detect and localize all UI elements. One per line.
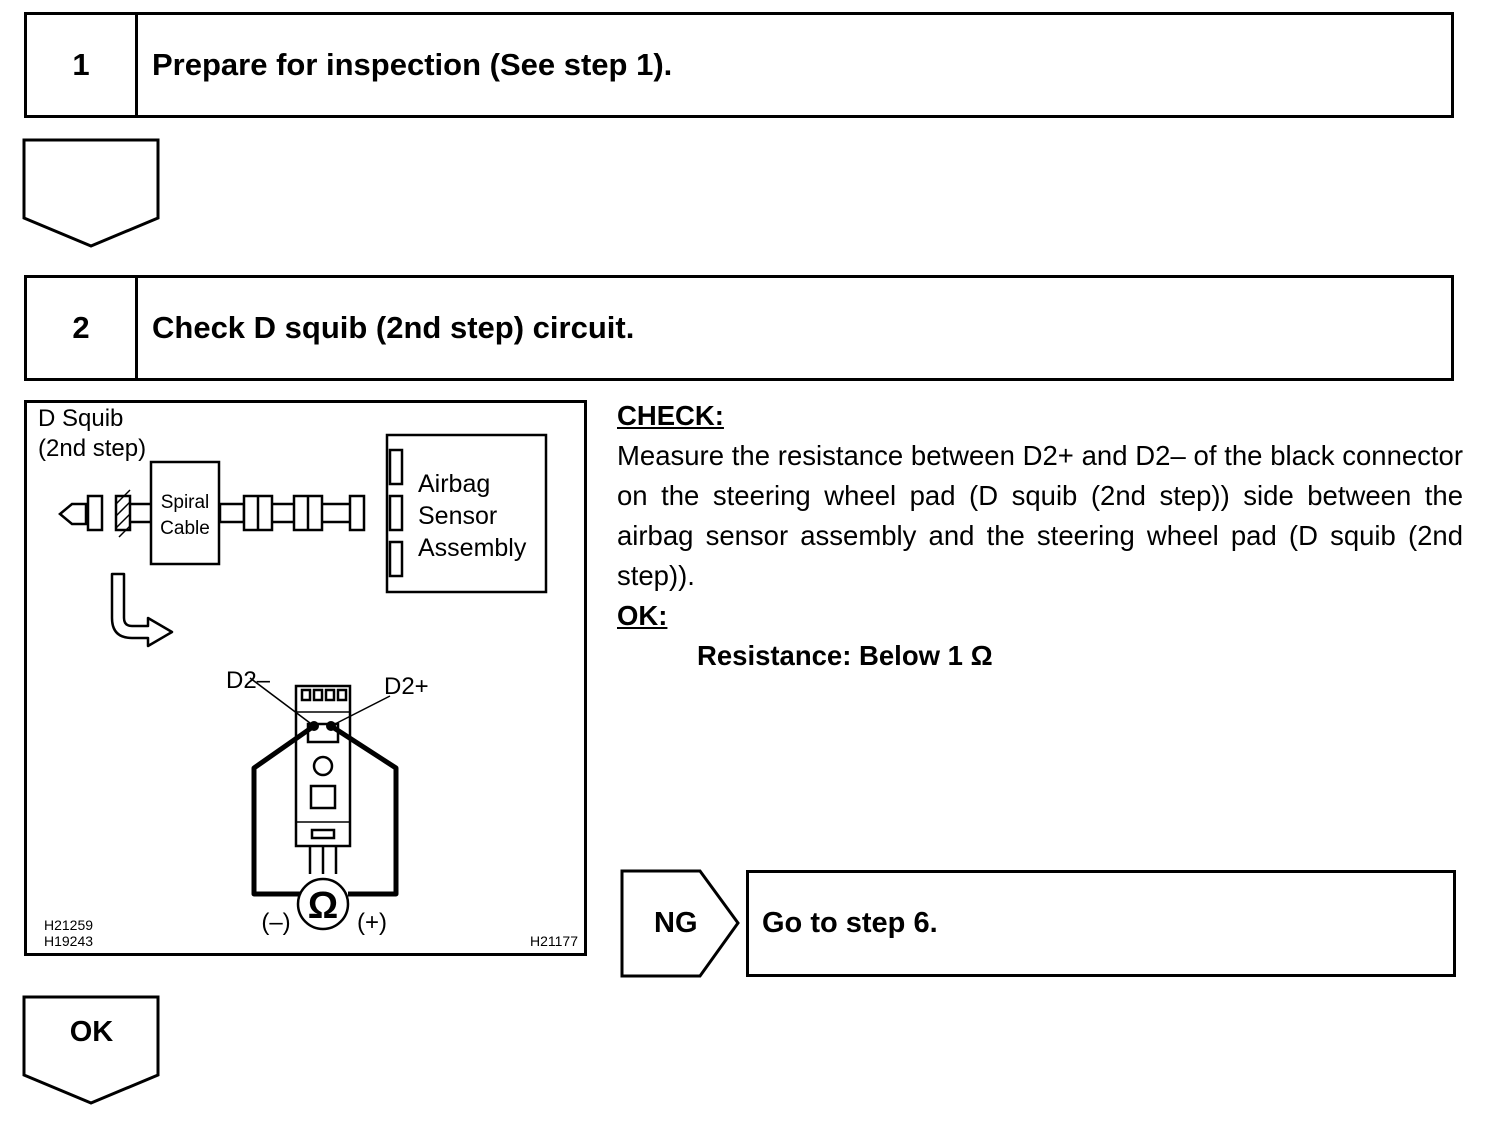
minus-probe-label: (–) bbox=[261, 909, 290, 936]
d2-plus-label: D2+ bbox=[384, 673, 429, 700]
wiring-harness bbox=[58, 489, 366, 538]
spiral-cable-label-line1: Spiral bbox=[161, 492, 210, 513]
ng-arrow-shape bbox=[620, 869, 740, 978]
ohm-symbol: Ω bbox=[308, 885, 338, 927]
check-instructions: CHECK: Measure the resistance between D2… bbox=[617, 396, 1463, 676]
step-2-box: 2 Check D squib (2nd step) circuit. bbox=[24, 275, 1454, 381]
ohmmeter-leads bbox=[251, 723, 399, 897]
check-heading: CHECK: bbox=[617, 400, 724, 431]
figure-code-1: H21259 bbox=[44, 917, 93, 933]
step-2-number: 2 bbox=[27, 278, 138, 378]
ok-heading: OK: bbox=[617, 600, 668, 631]
flow-arrow-ok bbox=[22, 995, 160, 1105]
figure-code-2: H19243 bbox=[44, 933, 93, 949]
ohmmeter-icon bbox=[296, 877, 350, 931]
d2-plus-leader-line bbox=[330, 695, 391, 727]
step-1-title: Prepare for inspection (See step 1). bbox=[152, 47, 673, 82]
airbag-sensor-label-line1: Airbag bbox=[418, 470, 490, 498]
d2-minus-label: D2– bbox=[226, 667, 271, 694]
ok-flow-label: OK bbox=[69, 1016, 114, 1048]
diagram-title-line2: (2nd step) bbox=[38, 435, 146, 462]
resistance-spec: Resistance: Below 1 Ω bbox=[697, 640, 993, 671]
ng-label: NG bbox=[654, 907, 698, 939]
airbag-sensor-assembly bbox=[385, 433, 548, 594]
airbag-sensor-label-line3: Assembly bbox=[418, 534, 527, 562]
spiral-cable-label-line2: Cable bbox=[160, 518, 210, 539]
diagram-title-line1: D Squib bbox=[38, 405, 123, 432]
step-2-title: Check D squib (2nd step) circuit. bbox=[152, 310, 635, 345]
step-1-number: 1 bbox=[27, 15, 138, 115]
spiral-cable-box bbox=[149, 460, 221, 566]
check-text: Measure the resistance between D2+ and D… bbox=[617, 440, 1463, 591]
d2-minus-leader-line bbox=[249, 677, 315, 727]
step-1-box: 1 Prepare for inspection (See step 1). bbox=[24, 12, 1454, 118]
hook-arrow-icon bbox=[110, 572, 174, 648]
airbag-sensor-label-line2: Sensor bbox=[418, 502, 497, 530]
squib-circuit-diagram: D Squib (2nd step) Spiral Cable Airbag S… bbox=[24, 400, 587, 956]
ng-action-text: Go to step 6. bbox=[762, 907, 938, 939]
ng-action-box: Go to step 6. bbox=[746, 870, 1456, 977]
figure-code-3: H21177 bbox=[530, 933, 578, 949]
steering-pad-connector bbox=[294, 684, 352, 874]
plus-probe-label: (+) bbox=[357, 909, 387, 936]
flow-arrow-down-1 bbox=[22, 138, 160, 248]
